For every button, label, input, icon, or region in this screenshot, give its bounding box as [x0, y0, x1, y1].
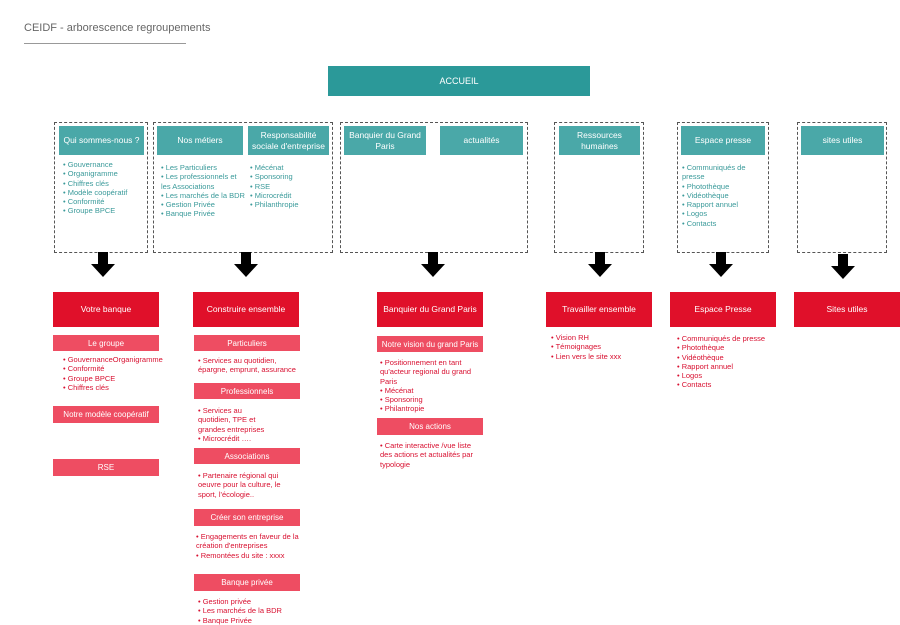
title-underline [24, 43, 186, 44]
actions-list: Carte interactive /vue liste des actions… [380, 441, 480, 469]
list-item: Conformité [63, 364, 173, 373]
node-associations: Associations [194, 448, 300, 464]
espace-presse-list: Communiqués de presse Photothèque Vidéot… [682, 163, 766, 228]
rse-list: Mécénat Sponsoring RSE Microcrédit Phila… [250, 163, 330, 209]
list-item: Les Particuliers [161, 163, 245, 172]
list-item: Photothèque [682, 182, 766, 191]
list-item: Mécénat [250, 163, 330, 172]
list-item: Gestion privée [198, 597, 306, 606]
list-item: Chiffres clés [63, 383, 173, 392]
list-item: Les professionnels et les Associations [161, 172, 245, 191]
node-banquier-grand-paris-bottom: Banquier du Grand Paris [377, 292, 483, 327]
travailler-list: Vision RH Témoignages Lien vers le site … [551, 333, 661, 361]
list-item: Banque Privée [198, 616, 306, 625]
list-item: Services au quotidien, TPE et grandes en… [198, 406, 272, 434]
list-item: Services au quotidien, épargne, emprunt,… [198, 356, 306, 375]
list-item: Microcrédit [250, 191, 330, 200]
list-item: Carte interactive /vue liste des actions… [380, 441, 480, 469]
node-sites-utiles: sites utiles [801, 126, 884, 155]
down-arrow-icon [91, 252, 115, 278]
node-le-groupe: Le groupe [53, 335, 159, 351]
down-arrow-icon [709, 252, 733, 278]
list-item: Sponsoring [250, 172, 330, 181]
list-item: Gestion Privée [161, 200, 245, 209]
list-item: Mécénat [380, 386, 480, 395]
list-item: RSE [250, 182, 330, 191]
list-item: Vision RH [551, 333, 661, 342]
qui-sommes-nous-list: Gouvernance Organigramme Chiffres clés M… [63, 160, 147, 216]
node-actualites: actualités [440, 126, 523, 155]
list-item: Conformité [63, 197, 147, 206]
node-travailler-ensemble: Travailler ensemble [546, 292, 652, 327]
list-item: Contacts [682, 219, 766, 228]
list-item: Engagements en faveur de la création d'e… [196, 532, 304, 551]
node-votre-banque: Votre banque [53, 292, 159, 327]
list-item: Philantropie [380, 404, 480, 413]
list-item: Groupe BPCE [63, 206, 147, 215]
list-item: Témoignages [551, 342, 661, 351]
list-item: Photothèque [677, 343, 767, 352]
node-espace-presse-bottom: Espace Presse [670, 292, 776, 327]
list-item: Groupe BPCE [63, 374, 173, 383]
list-item: Les marchés de la BDR [198, 606, 306, 615]
list-item: Vidéothèque [677, 353, 767, 362]
down-arrow-icon [421, 252, 445, 278]
list-item: Banque Privée [161, 209, 245, 218]
list-item: Communiqués de presse [682, 163, 766, 182]
node-creer-entreprise: Créer son entreprise [194, 509, 300, 526]
node-espace-presse: Espace presse [681, 126, 765, 155]
list-item: Remontées du site : xxxx [196, 551, 304, 560]
list-item: Partenaire régional qui oeuvre pour la c… [198, 471, 292, 499]
list-item: Logos [682, 209, 766, 218]
vision-list: Positionnement en tant qu'acteur regiona… [380, 358, 480, 414]
node-professionnels: Professionnels [194, 383, 300, 399]
page-title: CEIDF - arborescence regroupements [24, 22, 211, 34]
node-rse: RSE [53, 459, 159, 476]
list-item: Les marchés de la BDR [161, 191, 245, 200]
list-item: Chiffres clés [63, 179, 147, 188]
node-particuliers: Particuliers [194, 335, 300, 351]
node-nos-actions: Nos actions [377, 418, 483, 435]
node-ressources-humaines: Ressources humaines [559, 126, 640, 155]
associations-list: Partenaire régional qui oeuvre pour la c… [198, 471, 292, 499]
node-sites-utiles-bottom: Sites utiles [794, 292, 900, 327]
banque-privee-list: Gestion privée Les marchés de la BDR Ban… [198, 597, 306, 625]
list-item: Rapport annuel [677, 362, 767, 371]
list-item: Logos [677, 371, 767, 380]
node-vision-grand-paris: Notre vision du grand Paris [377, 336, 483, 352]
list-item: Lien vers le site xxx [551, 352, 661, 361]
node-qui-sommes-nous: Qui sommes-nous ? [59, 126, 144, 155]
node-responsabilite-sociale: Responsabilité sociale d'entreprise [248, 126, 329, 155]
list-item: Sponsoring [380, 395, 480, 404]
nos-metiers-list: Les Particuliers Les professionnels et l… [161, 163, 245, 219]
down-arrow-icon [234, 252, 258, 278]
creer-entreprise-list: Engagements en faveur de la création d'e… [196, 532, 304, 560]
professionnels-list: Services au quotidien, TPE et grandes en… [198, 406, 272, 443]
espace-presse-bottom-list: Communiqués de presse Photothèque Vidéot… [677, 334, 767, 390]
node-construire-ensemble: Construire ensemble [193, 292, 299, 327]
group-sites-utiles [797, 122, 887, 253]
node-banquier-grand-paris: Banquier du Grand Paris [344, 126, 426, 155]
list-item: Contacts [677, 380, 767, 389]
node-modele-cooperatif: Notre modèle coopératif [53, 406, 159, 423]
particuliers-list: Services au quotidien, épargne, emprunt,… [198, 356, 306, 375]
le-groupe-list: GouvernanceOrganigramme Conformité Group… [63, 355, 173, 392]
list-item: Rapport annuel [682, 200, 766, 209]
list-item: Vidéothèque [682, 191, 766, 200]
node-banque-privee: Banque privée [194, 574, 300, 591]
list-item: Positionnement en tant qu'acteur regiona… [380, 358, 480, 386]
accueil-node: ACCUEIL [328, 66, 590, 96]
list-item: Microcrédit …. [198, 434, 272, 443]
list-item: GouvernanceOrganigramme [63, 355, 173, 364]
list-item: Communiqués de presse [677, 334, 767, 343]
node-nos-metiers: Nos métiers [157, 126, 243, 155]
list-item: Modèle coopératif [63, 188, 147, 197]
down-arrow-icon [588, 252, 612, 278]
list-item: Philanthropie [250, 200, 330, 209]
down-arrow-icon [831, 254, 855, 280]
list-item: Organigramme [63, 169, 147, 178]
list-item: Gouvernance [63, 160, 147, 169]
